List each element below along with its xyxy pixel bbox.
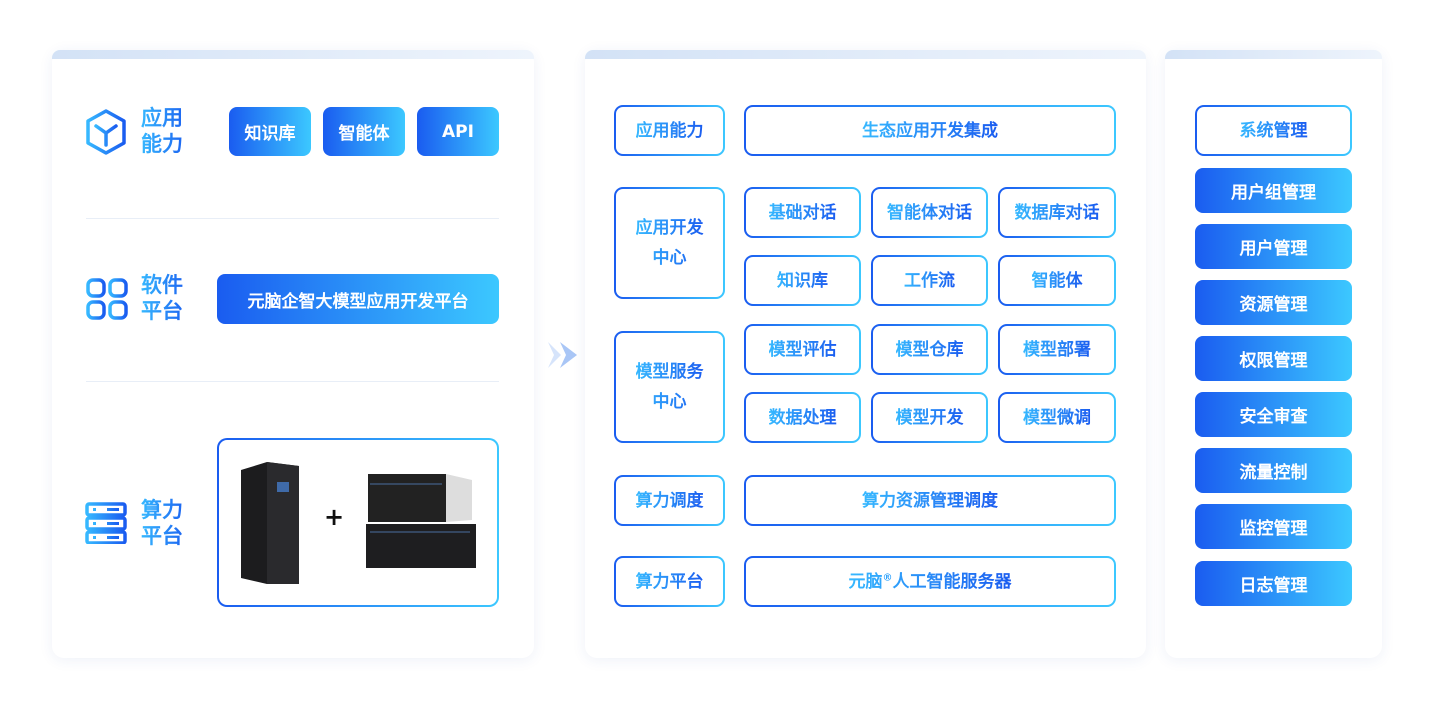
dev-item[interactable]: 智能体对话 [871,187,988,238]
ai-server[interactable]: 元脑®人工智能服务器 [744,556,1116,607]
grid-icon [86,278,128,320]
dev-item[interactable]: 基础对话 [744,187,861,238]
security-audit[interactable]: 安全审查 [1195,392,1352,437]
model-item[interactable]: 模型微调 [998,392,1116,443]
api-button[interactable]: API [417,107,499,156]
panel-strip [1165,50,1382,59]
row-label-software: 软件平台 [141,272,189,324]
dev-item[interactable]: 知识库 [744,255,861,306]
server-icon [85,502,127,544]
middle-panel: 应用能力 生态应用开发集成 应用开发中心 基础对话 智能体对话 数据库对话 知识… [585,50,1146,658]
model-item[interactable]: 模型评估 [744,324,861,375]
right-panel: 系统管理 用户组管理 用户管理 资源管理 权限管理 安全审查 流量控制 监控管理… [1165,50,1382,658]
compute-resource-scheduling[interactable]: 算力资源管理调度 [744,475,1116,526]
model-item[interactable]: 模型开发 [871,392,988,443]
user-group-management[interactable]: 用户组管理 [1195,168,1352,213]
knowledge-base-button[interactable]: 知识库 [229,107,311,156]
log-management[interactable]: 日志管理 [1195,561,1352,606]
rack-server-image [241,462,299,584]
ecosystem-integration[interactable]: 生态应用开发集成 [744,105,1116,156]
model-service-center-label[interactable]: 模型服务中心 [614,331,725,443]
compute-scheduling-label[interactable]: 算力调度 [614,475,725,526]
chevron-right-icon [548,342,577,368]
panel-strip [52,50,534,59]
app-capability-label[interactable]: 应用能力 [614,105,725,156]
app-dev-center-label[interactable]: 应用开发中心 [614,187,725,299]
model-item[interactable]: 数据处理 [744,392,861,443]
compute-platform-label[interactable]: 算力平台 [614,556,725,607]
cube-icon [86,109,126,155]
server-chassis-image [366,474,476,568]
resource-management[interactable]: 资源管理 [1195,280,1352,325]
plus-sign: + [324,503,345,531]
user-management[interactable]: 用户管理 [1195,224,1352,269]
platform-button[interactable]: 元脑企智大模型应用开发平台 [217,274,499,324]
hardware-image-box: + [217,438,499,607]
panel-strip [585,50,1146,59]
permission-management[interactable]: 权限管理 [1195,336,1352,381]
dev-item[interactable]: 数据库对话 [998,187,1116,238]
traffic-control[interactable]: 流量控制 [1195,448,1352,493]
dev-item[interactable]: 工作流 [871,255,988,306]
agent-button[interactable]: 智能体 [323,107,405,156]
dev-item[interactable]: 智能体 [998,255,1116,306]
model-item[interactable]: 模型仓库 [871,324,988,375]
system-management-header[interactable]: 系统管理 [1195,105,1352,156]
divider [86,381,499,382]
model-item[interactable]: 模型部署 [998,324,1116,375]
divider [86,218,499,219]
monitoring-management[interactable]: 监控管理 [1195,504,1352,549]
left-panel: 应用能力 知识库 智能体 API 软件平台 元脑企智大模型应用开发平台 算力平台… [52,50,534,658]
row-label-compute: 算力平台 [141,497,189,549]
row-label-app: 应用能力 [141,105,189,157]
